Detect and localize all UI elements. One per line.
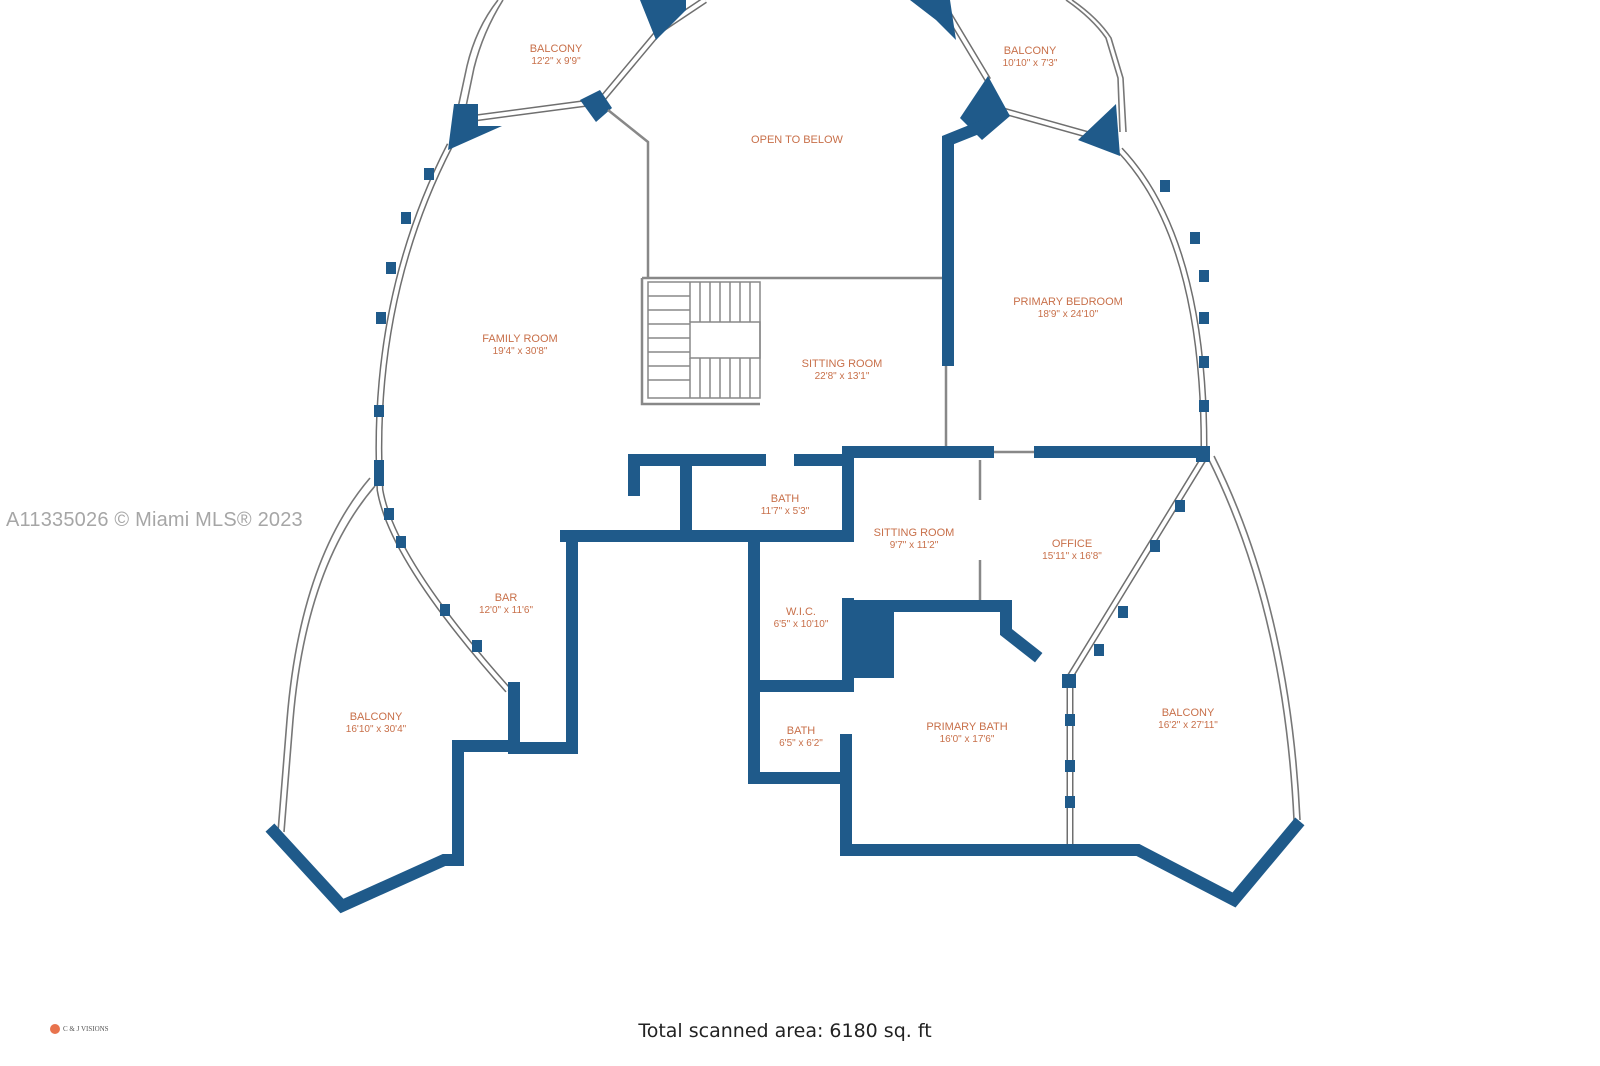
exterior-glazing xyxy=(375,0,1208,845)
interior-walls xyxy=(607,109,1036,604)
room-dimension-label: 6'5" x 10'10" xyxy=(774,619,829,630)
logo-text: C & J VISIONS xyxy=(63,1025,109,1033)
room-dimension-label: 16'0" x 17'6" xyxy=(940,734,995,745)
total-area-caption: Total scanned area: 6180 sq. ft xyxy=(638,1020,932,1042)
room-dimension-label: 12'0" x 11'6" xyxy=(479,605,534,616)
mullions xyxy=(374,168,1209,808)
room-name-label: PRIMARY BEDROOM xyxy=(1013,296,1123,308)
room-name-label: SITTING ROOM xyxy=(802,358,883,370)
room-dimension-label: 12'2" x 9'9" xyxy=(531,56,581,67)
logo-dot-icon xyxy=(50,1024,60,1034)
room-name-label: BALCONY xyxy=(1162,707,1215,719)
room-name-label: BALCONY xyxy=(1004,45,1057,57)
room-dimension-label: 9'7" x 11'2" xyxy=(890,540,939,551)
room-dimension-label: 15'11" x 16'8" xyxy=(1042,551,1102,562)
mls-watermark: A11335026 © Miami MLS® 2023 xyxy=(6,509,303,531)
room-name-label: BAR xyxy=(495,592,518,604)
room-name-label: W.I.C. xyxy=(786,606,816,618)
room-name-label: OFFICE xyxy=(1052,538,1092,550)
room-dimension-label: 6'5" x 6'2" xyxy=(779,738,823,749)
room-name-label: BATH xyxy=(787,725,816,737)
room-dimension-label: 22'8" x 13'1" xyxy=(815,371,870,382)
room-name-label: OPEN TO BELOW xyxy=(751,134,844,146)
room-dimension-label: 19'4" x 30'8" xyxy=(493,346,548,357)
room-dimension-label: 18'9" x 24'10" xyxy=(1038,309,1099,320)
balcony-railings xyxy=(277,0,1301,833)
room-dimension-label: 11'7" x 5'3" xyxy=(761,506,810,517)
staircase xyxy=(647,281,761,399)
room-dimension-label: 16'2" x 27'11" xyxy=(1158,720,1218,731)
room-name-label: PRIMARY BATH xyxy=(926,721,1007,733)
room-name-label: BALCONY xyxy=(530,43,583,55)
room-name-label: FAMILY ROOM xyxy=(482,333,557,345)
room-name-label: SITTING ROOM xyxy=(874,527,955,539)
structural-walls xyxy=(265,120,1305,914)
room-name-label: BALCONY xyxy=(350,711,403,723)
room-dimension-label: 10'10" x 7'3" xyxy=(1003,58,1058,69)
room-name-label: BATH xyxy=(771,493,800,505)
company-logo: C & J VISIONS xyxy=(50,1024,109,1034)
room-dimension-label: 16'10" x 30'4" xyxy=(346,724,407,735)
